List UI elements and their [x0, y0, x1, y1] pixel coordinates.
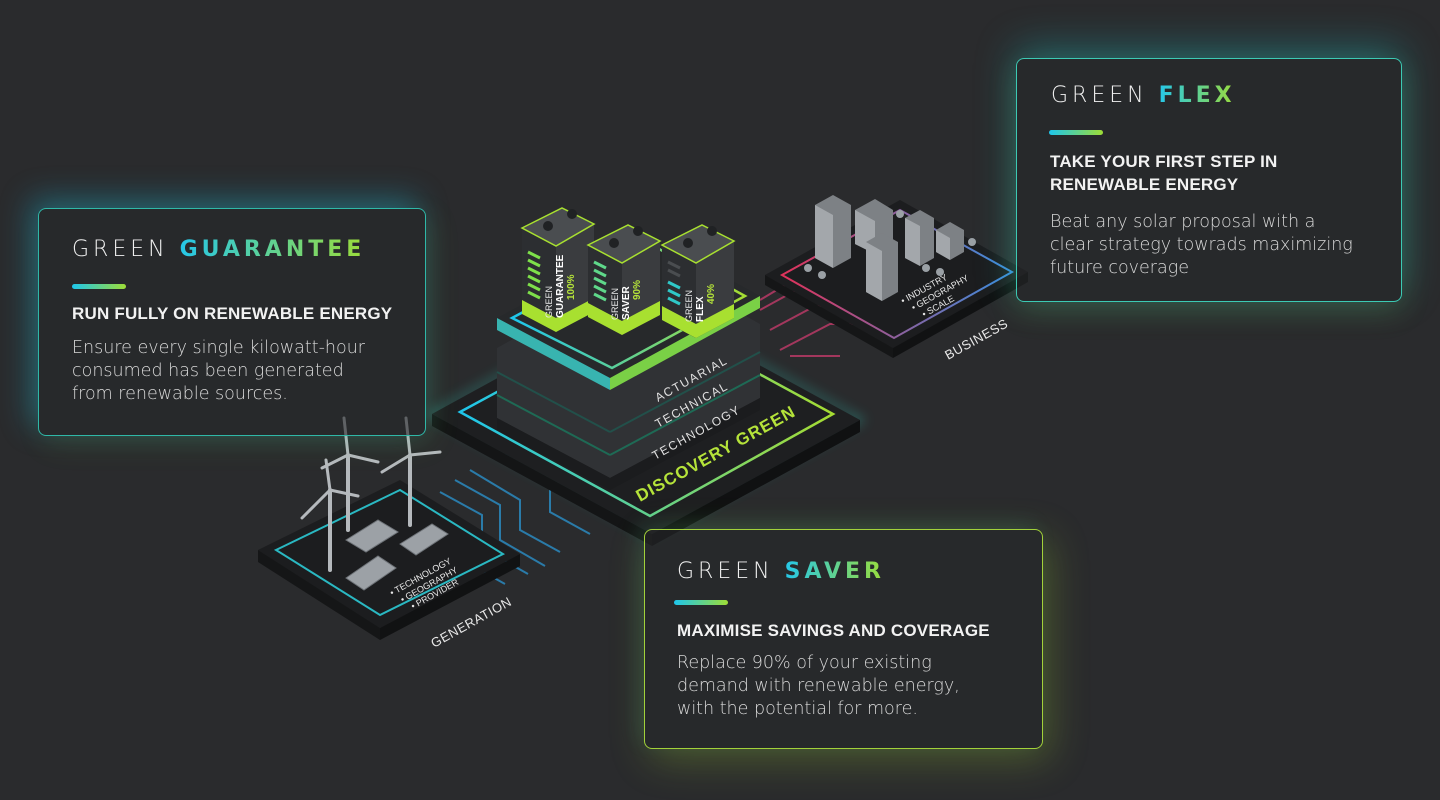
- accent-bar: [674, 600, 728, 605]
- batteries: GREEN GUARANTEE 100% GREEN SAVER 90%: [520, 207, 736, 338]
- battery-word: GREEN: [544, 286, 554, 318]
- battery-name: GUARANTEE: [555, 254, 566, 318]
- svg-text:SAVER: SAVER: [621, 286, 632, 320]
- battery-percent: 90%: [632, 280, 643, 300]
- green-guarantee-card: GREEN GUARANTEE RUN FULLY ON RENEWABLE E…: [38, 208, 426, 436]
- card-heading: TAKE YOUR FIRST STEP IN RENEWABLE ENERGY: [1050, 150, 1278, 196]
- svg-text:FLEX: FLEX: [695, 296, 706, 322]
- green-flex-card: GREEN FLEX TAKE YOUR FIRST STEP IN RENEW…: [1016, 58, 1402, 302]
- card-title: GREEN SAVER: [677, 559, 885, 584]
- card-body-line: from renewable sources.: [72, 384, 288, 404]
- battery-guarantee: GREEN GUARANTEE 100%: [520, 207, 596, 332]
- card-body-line: demand with renewable energy,: [677, 676, 960, 696]
- card-title: GREEN FLEX: [1051, 83, 1236, 108]
- card-heading-line: TAKE YOUR FIRST STEP IN: [1050, 152, 1278, 171]
- svg-text:GREEN: GREEN: [544, 286, 554, 318]
- svg-text:40%: 40%: [706, 284, 717, 304]
- card-title-product: SAVER: [784, 559, 885, 584]
- card-body: Replace 90% of your existing demand with…: [677, 652, 960, 721]
- svg-text:100%: 100%: [566, 274, 577, 300]
- card-body-line: Ensure every single kilowatt-hour: [72, 338, 365, 358]
- card-body-line: clear strategy towrads maximizing: [1050, 235, 1353, 255]
- battery-percent: 100%: [566, 274, 577, 300]
- svg-text:GREEN: GREEN: [610, 288, 620, 320]
- battery-flex: GREEN FLEX 40%: [660, 224, 736, 338]
- card-title-prefix: GREEN: [1051, 83, 1148, 108]
- battery-name: FLEX: [695, 296, 706, 322]
- business-tile: • INDUSTRY • GEOGRAPHY • SCALE BUSINESS: [765, 195, 1028, 363]
- svg-text:GREEN: GREEN: [684, 290, 694, 322]
- accent-bar: [72, 284, 126, 289]
- card-body-line: future coverage: [1050, 258, 1189, 278]
- card-heading: MAXIMISE SAVINGS AND COVERAGE: [677, 621, 990, 640]
- accent-bar: [1049, 130, 1103, 135]
- svg-text:GUARANTEE: GUARANTEE: [555, 254, 566, 318]
- card-heading-line: RENEWABLE ENERGY: [1050, 175, 1239, 194]
- battery-word: GREEN: [684, 290, 694, 322]
- card-body-line: Replace 90% of your existing: [677, 653, 932, 673]
- card-title-prefix: GREEN: [72, 237, 169, 262]
- card-title-prefix: GREEN: [677, 559, 774, 584]
- card-title-product: GUARANTEE: [179, 237, 366, 262]
- card-title: GREEN GUARANTEE: [72, 237, 365, 262]
- battery-percent: 40%: [706, 284, 717, 304]
- card-body: Ensure every single kilowatt-hour consum…: [72, 337, 365, 406]
- card-body-line: Beat any solar proposal with a: [1050, 212, 1316, 232]
- svg-text:90%: 90%: [632, 280, 643, 300]
- card-body-line: consumed has been generated: [72, 361, 344, 381]
- card-body: Beat any solar proposal with a clear str…: [1050, 211, 1353, 280]
- card-body-line: with the potential for more.: [677, 699, 918, 719]
- green-saver-card: GREEN SAVER MAXIMISE SAVINGS AND COVERAG…: [644, 529, 1043, 749]
- card-title-product: FLEX: [1158, 83, 1236, 108]
- generation-tile: • TECHNOLOGY • GEOGRAPHY • PROVIDER GENE…: [258, 416, 520, 651]
- battery-name: SAVER: [621, 286, 632, 320]
- battery-word: GREEN: [610, 288, 620, 320]
- card-heading: RUN FULLY ON RENEWABLE ENERGY: [72, 304, 393, 323]
- battery-saver: GREEN SAVER 90%: [586, 224, 662, 335]
